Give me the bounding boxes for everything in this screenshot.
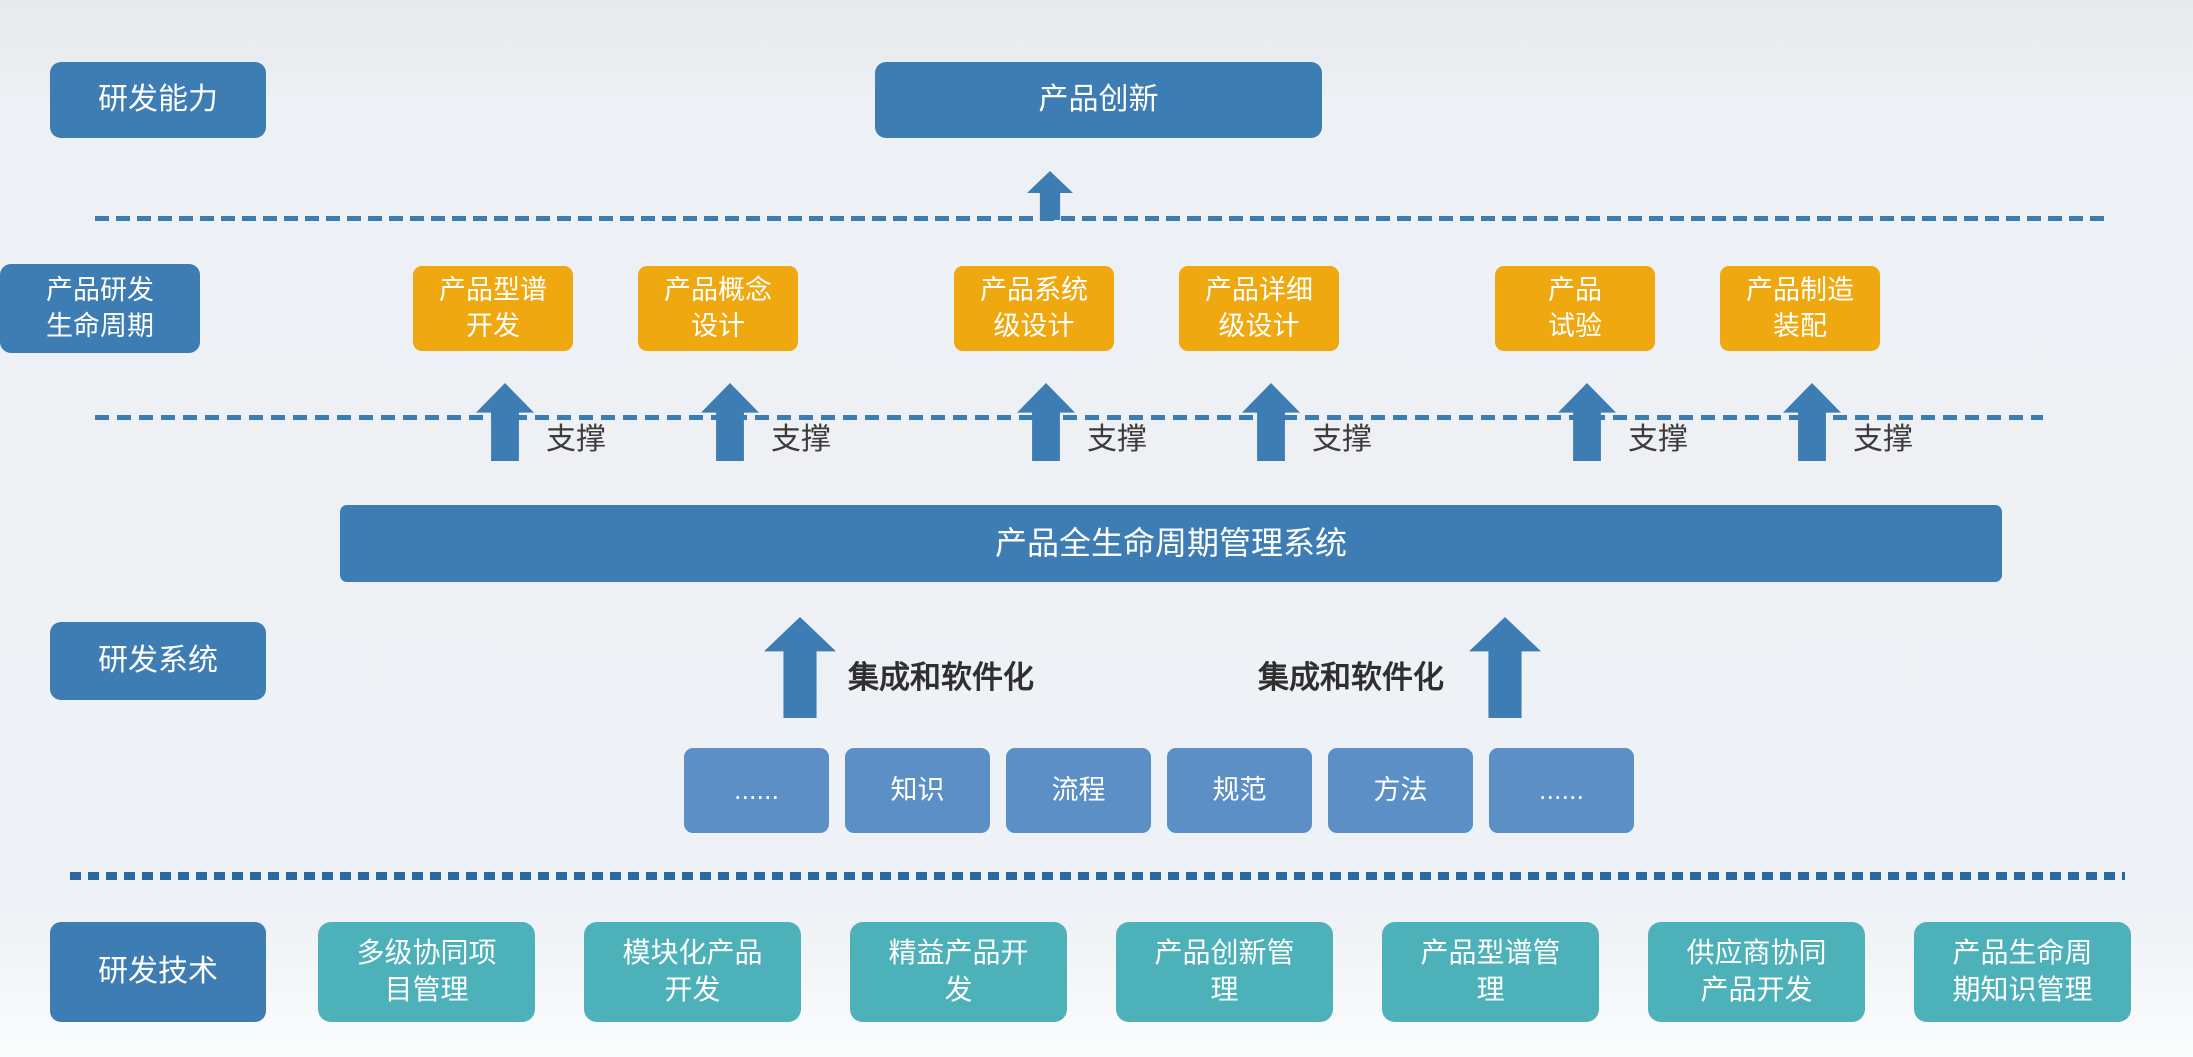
- support-label: 支撑: [546, 423, 606, 456]
- system-element-box: 方法: [1328, 748, 1473, 833]
- support-arrow-icon: [701, 383, 759, 461]
- arrow-up-icon: [1027, 171, 1073, 220]
- integration-label: 集成和软件化: [848, 660, 1034, 695]
- technology-side-label: 研发技术: [50, 922, 266, 1022]
- dashed-separator-middle: [95, 415, 2043, 420]
- integration-arrow-icon: [764, 617, 836, 718]
- system-element-box: 知识: [845, 748, 990, 833]
- lifecycle-side-label: 产品研发 生命周期: [0, 264, 200, 353]
- technology-box: 模块化产品 开发: [584, 922, 801, 1022]
- capability-side-label: 研发能力: [50, 62, 266, 138]
- lifecycle-stage-box: 产品 试验: [1495, 266, 1655, 351]
- lifecycle-stage-box: 产品概念 设计: [638, 266, 798, 351]
- support-label: 支撑: [1312, 423, 1372, 456]
- system-element-box: 流程: [1006, 748, 1151, 833]
- system-element-box: ......: [1489, 748, 1634, 833]
- product-innovation-box: 产品创新: [875, 62, 1322, 138]
- system-side-label: 研发系统: [50, 622, 266, 700]
- dotted-separator-bottom: [70, 872, 2125, 880]
- support-arrow-icon: [1242, 383, 1300, 461]
- technology-box: 产品创新管 理: [1116, 922, 1333, 1022]
- support-label: 支撑: [1087, 423, 1147, 456]
- support-arrow-icon: [1558, 383, 1616, 461]
- technology-box: 多级协同项 目管理: [318, 922, 535, 1022]
- support-arrow-icon: [1783, 383, 1841, 461]
- lifecycle-stage-box: 产品制造 装配: [1720, 266, 1880, 351]
- lifecycle-stage-box: 产品系统 级设计: [954, 266, 1114, 351]
- support-arrow-icon: [1017, 383, 1075, 461]
- technology-box: 精益产品开 发: [850, 922, 1067, 1022]
- integration-arrow-icon: [1469, 617, 1541, 718]
- technology-box: 产品生命周 期知识管理: [1914, 922, 2131, 1022]
- plm-system-bar: 产品全生命周期管理系统: [340, 505, 2002, 582]
- technology-box: 产品型谱管 理: [1382, 922, 1599, 1022]
- system-element-box: 规范: [1167, 748, 1312, 833]
- technology-box: 供应商协同 产品开发: [1648, 922, 1865, 1022]
- support-arrow-icon: [476, 383, 534, 461]
- lifecycle-stage-box: 产品详细 级设计: [1179, 266, 1339, 351]
- lifecycle-stage-box: 产品型谱 开发: [413, 266, 573, 351]
- support-label: 支撑: [1628, 423, 1688, 456]
- support-label: 支撑: [771, 423, 831, 456]
- support-label: 支撑: [1853, 423, 1913, 456]
- system-element-box: ......: [684, 748, 829, 833]
- dashed-separator-top: [95, 216, 2105, 221]
- integration-label: 集成和软件化: [1258, 660, 1444, 695]
